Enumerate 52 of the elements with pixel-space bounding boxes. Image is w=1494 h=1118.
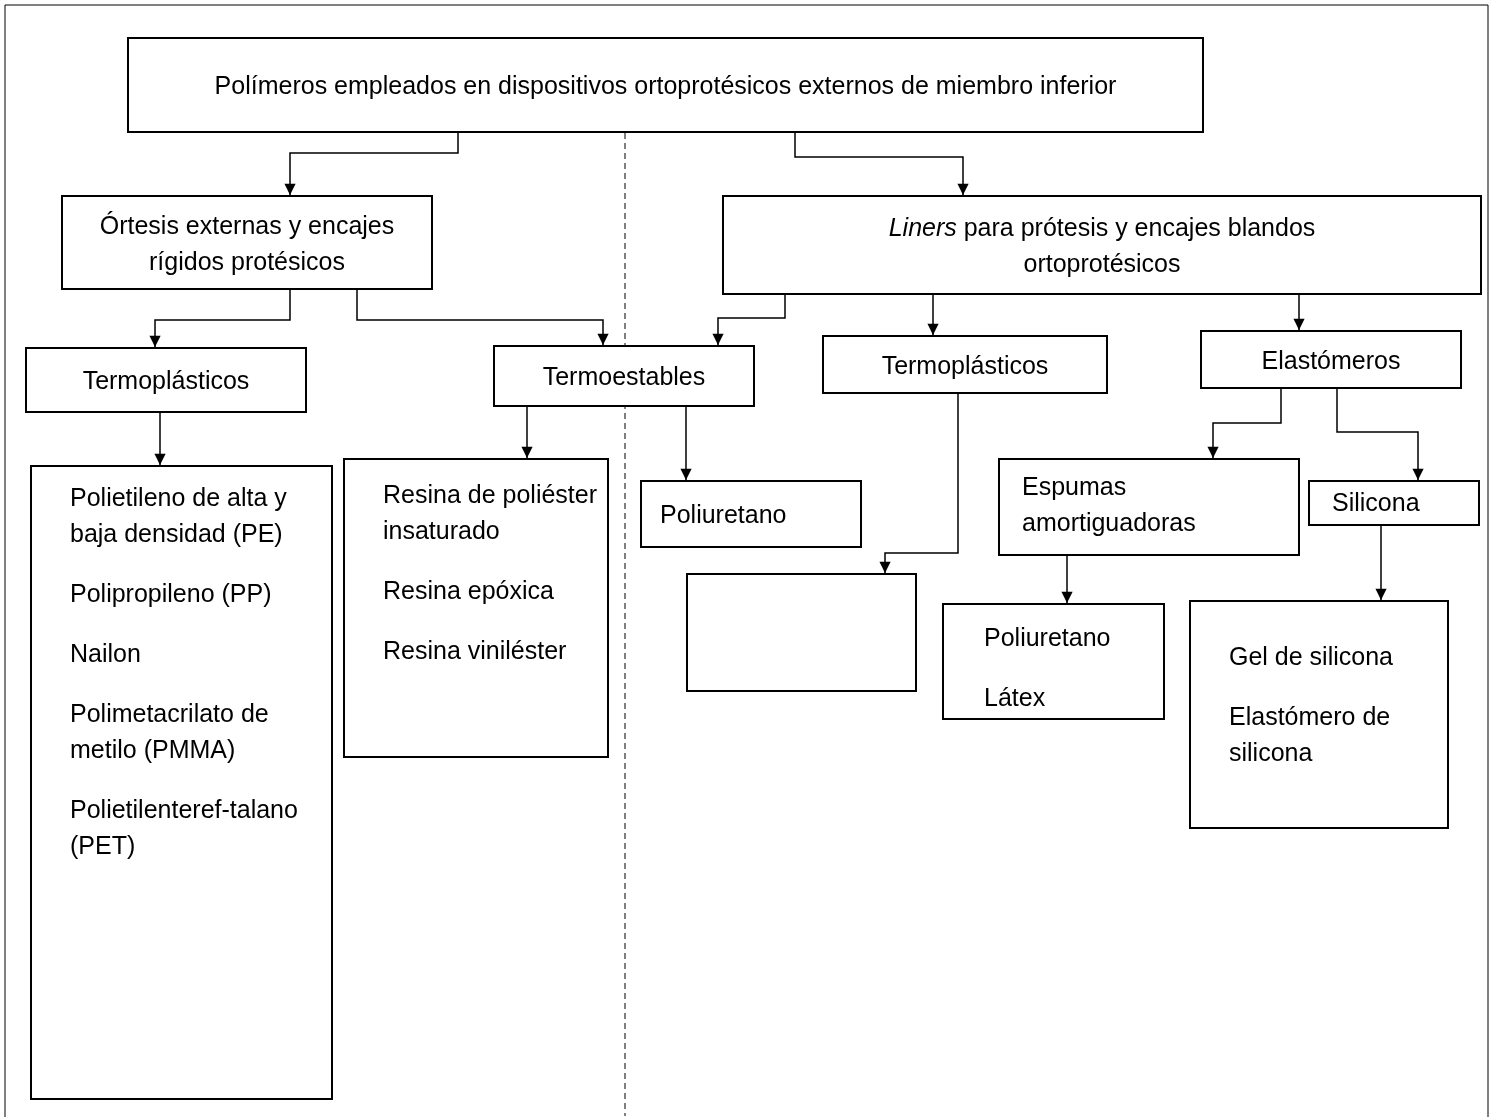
- box-label: Poliuretano: [660, 499, 788, 530]
- connector-arrow: [927, 294, 939, 336]
- connector-arrow: [712, 294, 786, 346]
- connector-arrow: [1375, 525, 1387, 601]
- list-item-text: Poliuretano: [984, 622, 1112, 653]
- category-box: [61, 195, 433, 290]
- list-item-text: Polimetacrilato de metilo (PMMA): [70, 698, 270, 765]
- list-item-text: Látex: [984, 682, 1047, 713]
- category-box: [30, 465, 333, 1100]
- box-label: Polímeros empleados en dispositivos ortoprotésicos externos de miembro inferior: [214, 70, 1117, 101]
- box-label: Termoplásticos: [881, 349, 1049, 381]
- category-box: [942, 603, 1165, 720]
- connector-arrow: [794, 132, 969, 196]
- connector-arrow: [879, 393, 959, 574]
- list-item-text: Nailon: [70, 638, 142, 669]
- category-box: [640, 480, 862, 548]
- category-box: [25, 347, 307, 413]
- box-label: Elastómeros: [1261, 344, 1401, 376]
- category-box: [493, 345, 755, 407]
- connector-arrow: [1293, 294, 1305, 331]
- list-item-text: Elastómero de silicona: [1229, 701, 1392, 768]
- connector-arrow: [521, 406, 533, 459]
- connector-arrow: [1336, 388, 1424, 481]
- box-label: Órtesis externas y encajes rígidos protésicos: [98, 209, 396, 277]
- list-item-text: Resina de poliéster insaturado: [383, 479, 597, 546]
- list-item-text: Resina viniléster: [383, 635, 568, 666]
- category-box: [1189, 600, 1449, 829]
- connector-arrow: [680, 406, 692, 481]
- category-box: [822, 335, 1108, 394]
- category-box: [1200, 330, 1462, 389]
- category-box: [343, 458, 609, 758]
- connector-arrow: [1061, 555, 1073, 604]
- box-label: Espumas amortiguadoras: [1022, 471, 1197, 538]
- connector-arrow: [356, 289, 609, 346]
- box-label: Liners para prótesis y encajes blandos ortoprotésicos: [887, 212, 1317, 279]
- category-box: [722, 195, 1482, 295]
- connector-arrow: [154, 412, 166, 466]
- connector-arrow: [1207, 388, 1282, 459]
- connector-arrow: [149, 289, 291, 348]
- category-box: [998, 458, 1300, 556]
- empty-box: [686, 573, 917, 692]
- box-label: Silicona: [1332, 487, 1421, 518]
- category-box: [127, 37, 1204, 133]
- list-item-text: Gel de silicona: [1229, 641, 1394, 672]
- list-item-text: Polietileno de alta y baja densidad (PE): [70, 482, 288, 549]
- category-box: [1308, 480, 1480, 526]
- connector-arrow: [284, 132, 459, 196]
- list-item-text: Resina epóxica: [383, 575, 555, 606]
- box-label: Termoestables: [542, 361, 706, 392]
- list-item-text: Polipropileno (PP): [70, 578, 273, 609]
- list-item-text: Polietilenteref-talano (PET): [70, 794, 299, 861]
- box-label: Termoplásticos: [82, 365, 250, 396]
